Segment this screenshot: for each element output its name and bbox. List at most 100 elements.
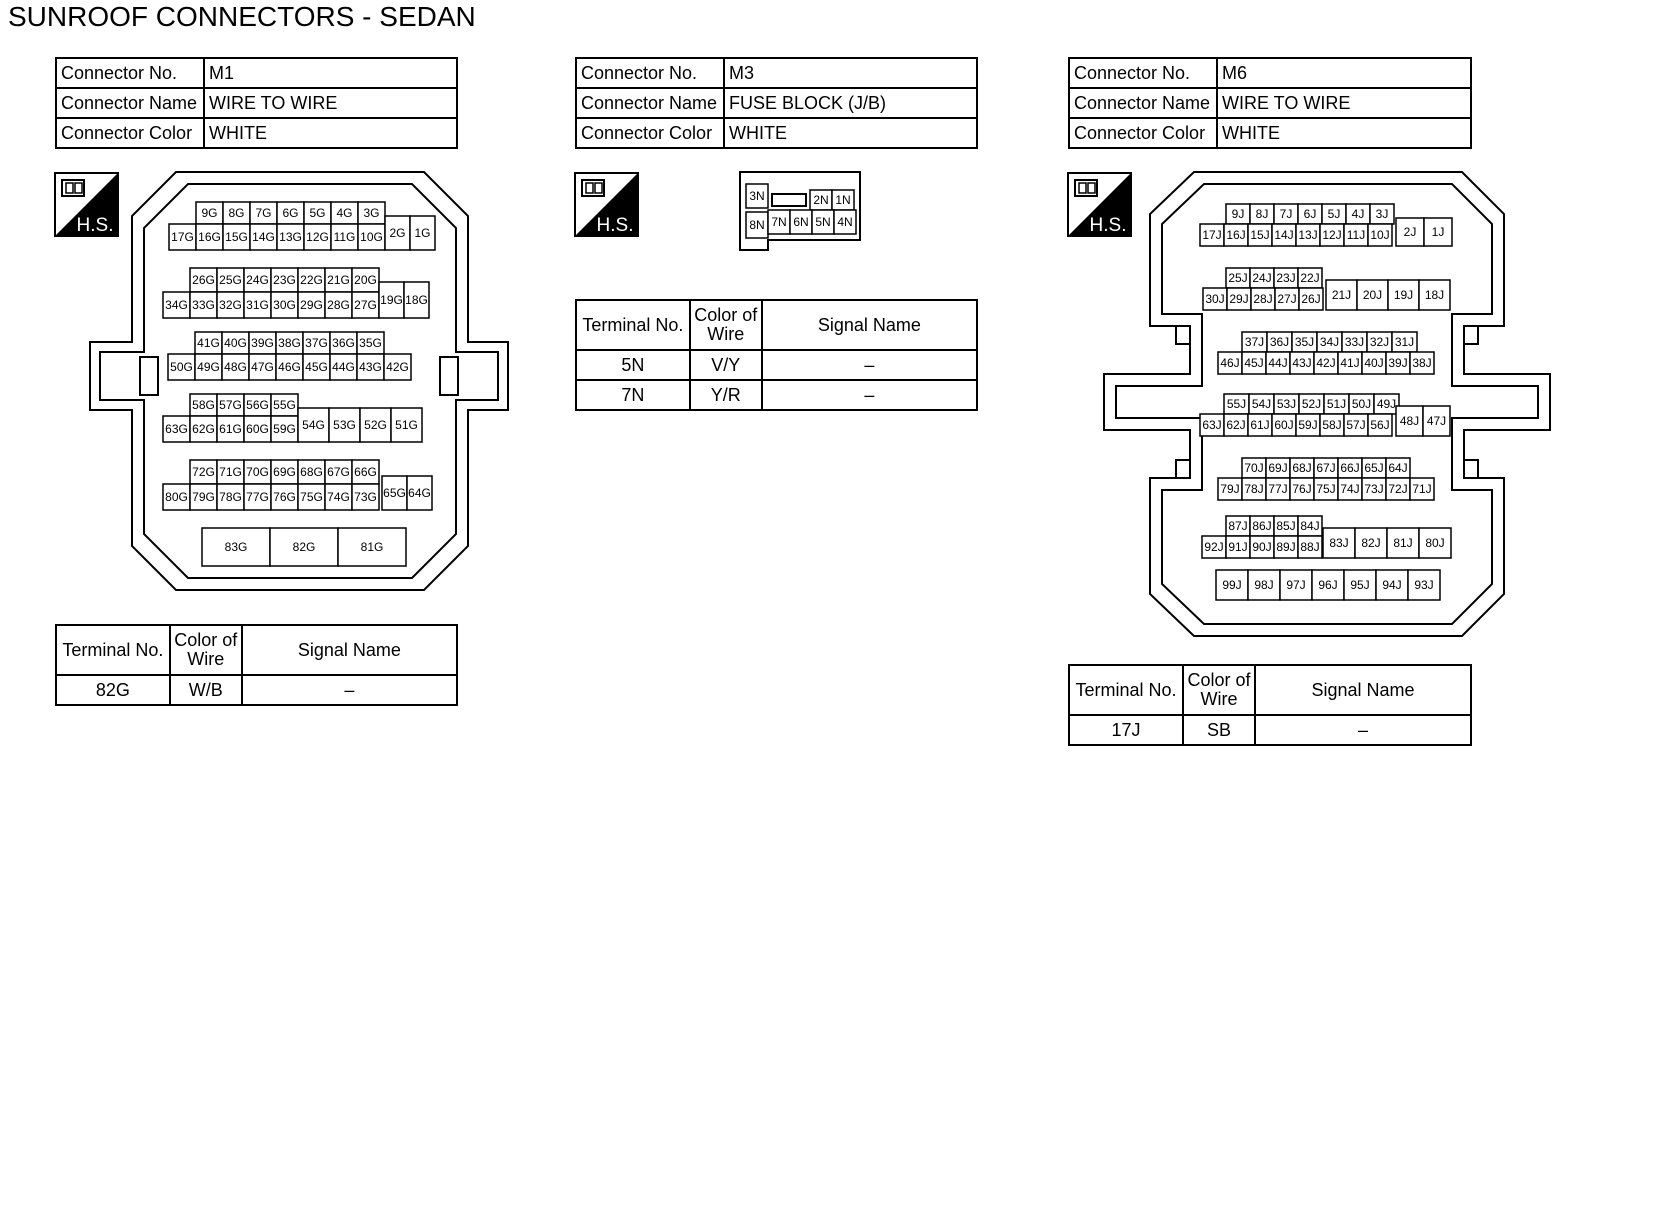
connector-no-value: M6 bbox=[1216, 57, 1472, 89]
pin-cell: 28G bbox=[324, 291, 353, 319]
terminal-no-cell: 5N bbox=[575, 349, 691, 381]
pin-cell: 52G bbox=[359, 407, 392, 443]
pin-cell: 61G bbox=[216, 415, 245, 443]
pin-label: 23J bbox=[1276, 271, 1295, 285]
pin-label: 25J bbox=[1228, 271, 1247, 285]
pin-label: 77J bbox=[1268, 482, 1287, 496]
pin-cell: 36G bbox=[329, 331, 358, 355]
pin-cell: 59J bbox=[1295, 413, 1321, 437]
pin-label: 37J bbox=[1245, 335, 1264, 349]
pin-label: 54G bbox=[302, 418, 325, 432]
pin-label: 27G bbox=[354, 298, 377, 312]
pin-cell: 13G bbox=[276, 223, 305, 251]
pin-cell: 5G bbox=[303, 201, 332, 225]
pin-label: 26G bbox=[192, 273, 215, 287]
signal-name-header: Signal Name bbox=[760, 299, 979, 351]
connector-no-label: Connector No. bbox=[575, 57, 725, 89]
pin-cell: 93J bbox=[1407, 569, 1441, 601]
pin-cell: 7J bbox=[1273, 203, 1299, 225]
pin-cell: 36J bbox=[1266, 331, 1293, 353]
pin-cell: 6N bbox=[789, 209, 813, 235]
pin-label: 47G bbox=[251, 360, 274, 374]
pin-label: 19G bbox=[380, 293, 403, 307]
pin-label: 70J bbox=[1244, 461, 1263, 475]
pin-cell: 41J bbox=[1337, 351, 1363, 375]
pin-cell: 38J bbox=[1409, 351, 1435, 375]
pin-cell: 84J bbox=[1297, 515, 1323, 537]
terminal-no-cell: 7N bbox=[575, 379, 691, 411]
connector-name-label: Connector Name bbox=[1068, 87, 1218, 119]
pin-cell: 68G bbox=[297, 459, 326, 485]
pin-cell: 58G bbox=[189, 393, 218, 417]
pin-label: 86J bbox=[1252, 519, 1271, 533]
pin-cell: 97J bbox=[1279, 569, 1313, 601]
pin-label: 42J bbox=[1316, 356, 1335, 370]
pin-label: 4G bbox=[336, 206, 352, 220]
pin-label: 12G bbox=[306, 230, 329, 244]
pin-label: 49J bbox=[1377, 397, 1396, 411]
pin-label: 57G bbox=[219, 398, 242, 412]
pin-label: 10J bbox=[1370, 228, 1389, 242]
hs-badge-icon: H.S. bbox=[574, 172, 639, 237]
pin-cell: 86J bbox=[1249, 515, 1275, 537]
pin-cell: 54J bbox=[1248, 393, 1275, 415]
pin-label: 52J bbox=[1302, 397, 1321, 411]
pin-cell: 73J bbox=[1361, 477, 1387, 501]
pin-cell: 61J bbox=[1247, 413, 1273, 437]
pin-label: 63J bbox=[1202, 418, 1221, 432]
pin-cell: 65G bbox=[381, 475, 408, 511]
pin-label: 40J bbox=[1364, 356, 1383, 370]
pin-label: 61J bbox=[1250, 418, 1269, 432]
pin-label: 81G bbox=[361, 540, 384, 554]
pin-cell: 3G bbox=[357, 201, 386, 225]
table-row: 17J SB – bbox=[1068, 714, 1472, 746]
hs-badge-icon: H.S. bbox=[54, 172, 119, 237]
pin-label: 24G bbox=[246, 273, 269, 287]
pin-cell: 26G bbox=[189, 267, 218, 293]
pin-label: 79G bbox=[192, 490, 215, 504]
pin-cell: 27J bbox=[1274, 287, 1300, 311]
pin-cell: 50J bbox=[1348, 393, 1375, 415]
pin-label: 34G bbox=[165, 298, 188, 312]
pin-cell: 72J bbox=[1385, 477, 1411, 501]
pin-label: 6J bbox=[1304, 207, 1317, 221]
pin-cell: 87J bbox=[1225, 515, 1251, 537]
connector-no-label: Connector No. bbox=[1068, 57, 1218, 89]
pin-label: 63G bbox=[165, 422, 188, 436]
pin-label: 22G bbox=[300, 273, 323, 287]
pin-cell: 90J bbox=[1249, 535, 1275, 559]
pin-cell: 67J bbox=[1313, 457, 1339, 479]
pin-label: 12J bbox=[1322, 228, 1341, 242]
hs-label: H.S. bbox=[1090, 215, 1127, 236]
signal-name-cell: – bbox=[760, 379, 979, 411]
pin-label: 44J bbox=[1268, 356, 1287, 370]
pin-label: 2G bbox=[389, 226, 405, 240]
pin-label: 90J bbox=[1252, 540, 1271, 554]
pin-label: 45J bbox=[1244, 356, 1263, 370]
connector-name-label: Connector Name bbox=[55, 87, 205, 119]
pin-cell: 71J bbox=[1409, 477, 1435, 501]
pin-label: 3J bbox=[1376, 207, 1389, 221]
pin-label: 77G bbox=[246, 490, 269, 504]
wire-color-cell: Y/R bbox=[688, 379, 763, 411]
pin-label: 72G bbox=[192, 465, 215, 479]
pin-label: 1G bbox=[414, 226, 430, 240]
pin-label: 13G bbox=[279, 230, 302, 244]
pin-cell: 1G bbox=[409, 215, 436, 251]
pin-label: 5G bbox=[309, 206, 325, 220]
pin-cell: 59G bbox=[270, 415, 299, 443]
pin-label: 38J bbox=[1412, 356, 1431, 370]
pin-cell: 51G bbox=[390, 407, 423, 443]
pin-cell: 92J bbox=[1201, 535, 1227, 559]
pin-cell: 29J bbox=[1226, 287, 1252, 311]
hs-badge-icon: H.S. bbox=[1067, 172, 1132, 237]
pin-label: 31J bbox=[1395, 335, 1414, 349]
pin-label: 3G bbox=[363, 206, 379, 220]
pin-label: 34J bbox=[1320, 335, 1339, 349]
pin-cell: 2N bbox=[809, 189, 833, 211]
signal-name-header: Signal Name bbox=[1254, 664, 1472, 716]
